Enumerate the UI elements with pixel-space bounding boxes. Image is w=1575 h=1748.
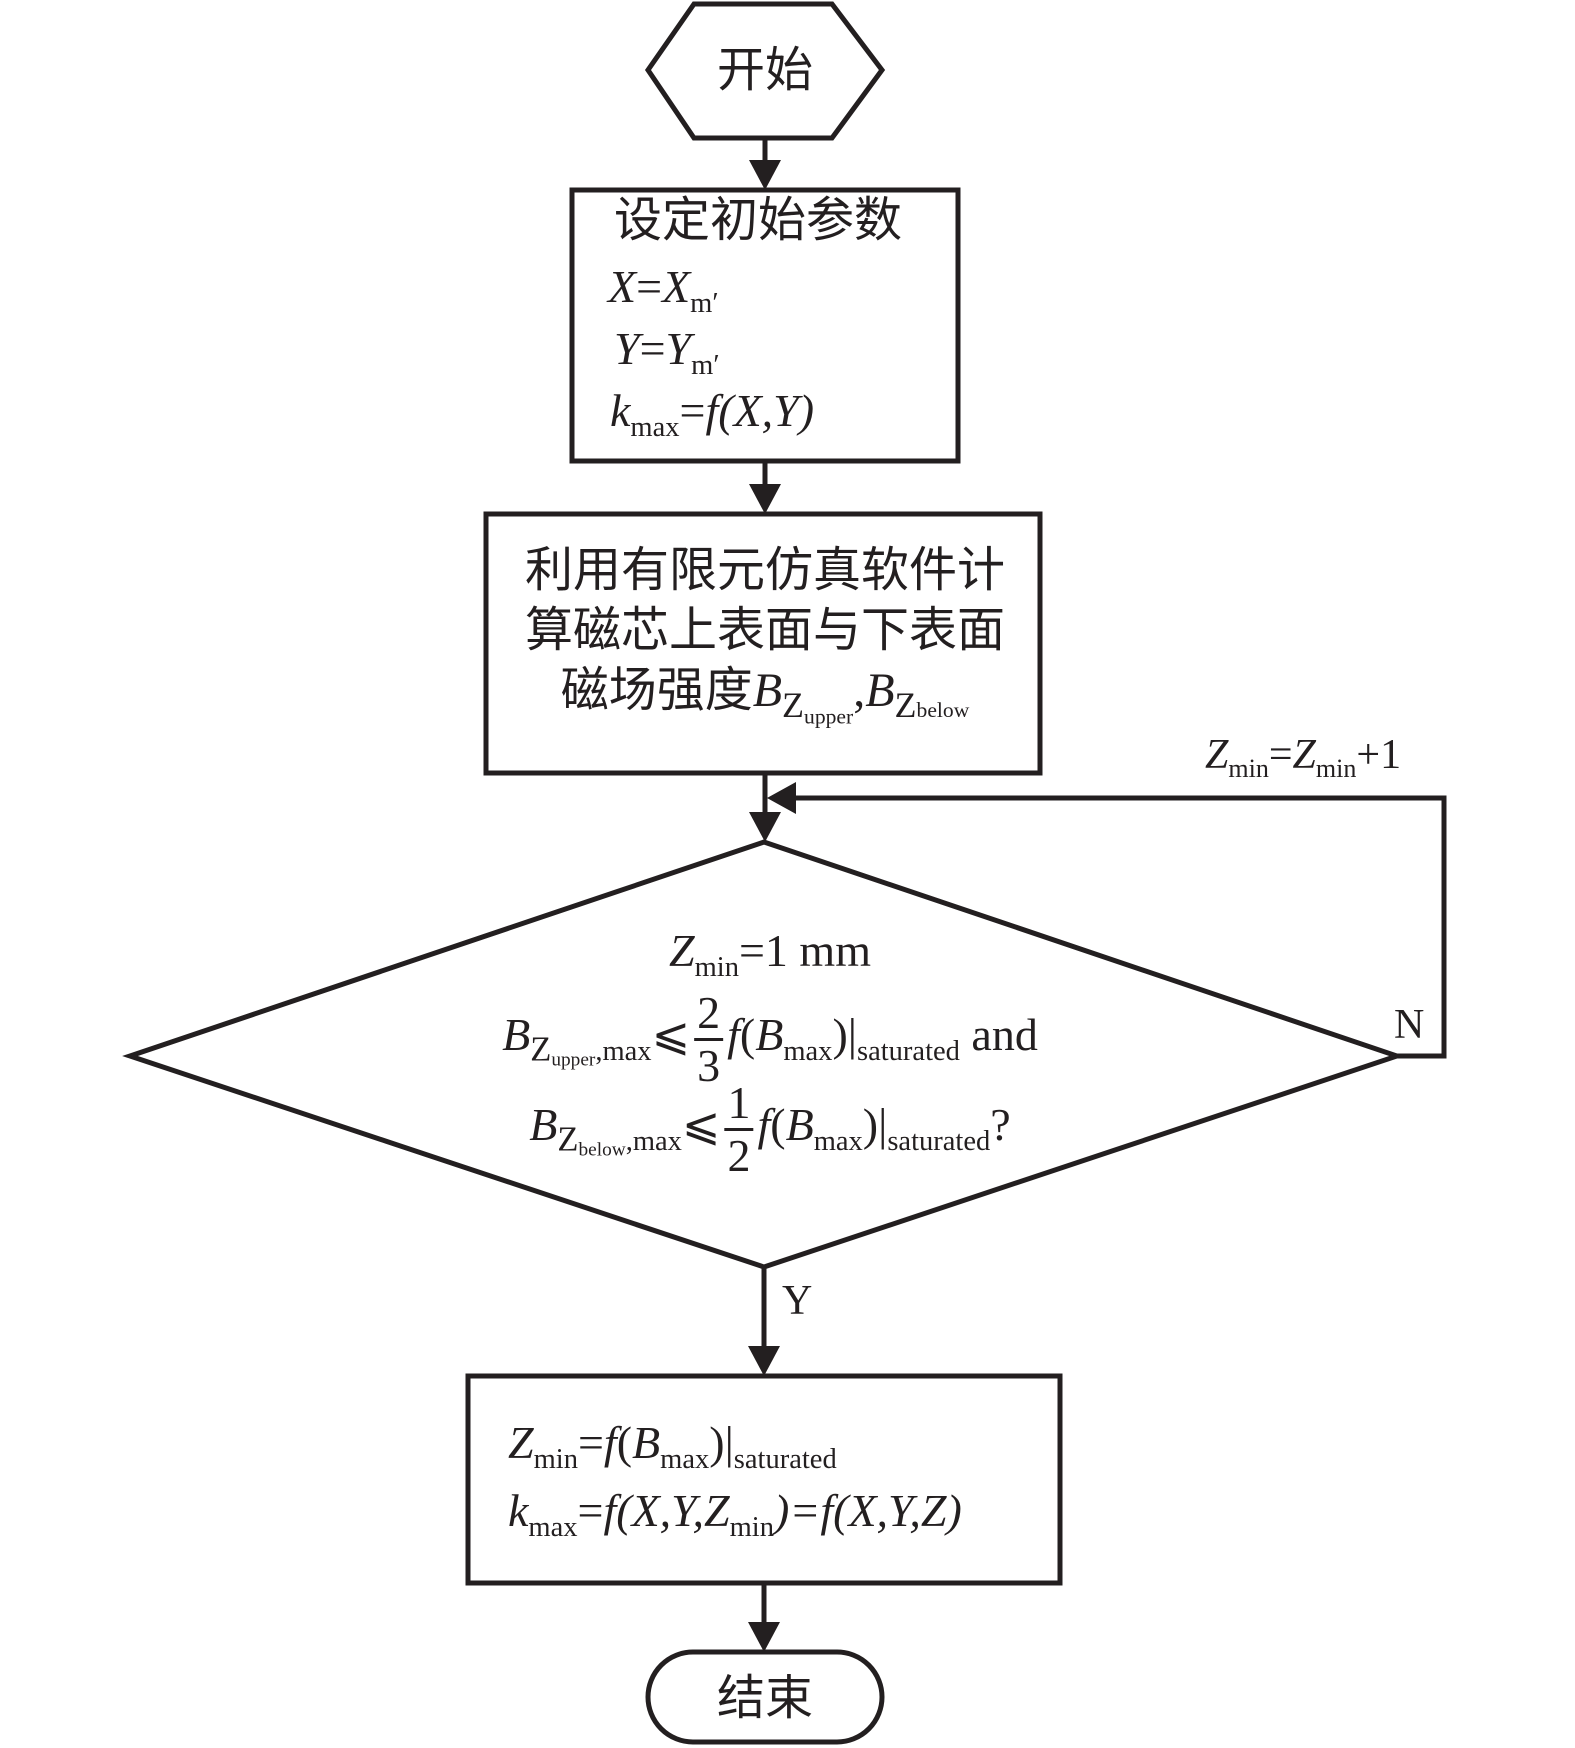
var-b: B: [785, 1099, 814, 1151]
end-terminator: [645, 1649, 885, 1745]
var-z: Z: [508, 1417, 534, 1468]
arrowhead-step1: [749, 160, 781, 190]
arrowhead-loop: [767, 782, 796, 814]
var-z: Z: [669, 925, 695, 976]
sub-z: Z: [530, 1030, 552, 1069]
step2-line1: 利用有限元仿真软件计: [524, 542, 1006, 598]
sym-b-below: B: [865, 664, 895, 717]
var-y: Y: [614, 323, 640, 374]
step2-line2: 算磁芯上表面与下表面: [524, 602, 1006, 658]
equals: =: [1268, 732, 1293, 778]
sub-max: max: [528, 1511, 578, 1543]
sym-b-upper: B: [752, 664, 783, 717]
var-z: Z: [1292, 732, 1316, 778]
sub-z: Z: [557, 1120, 579, 1159]
sub-max: max: [783, 1036, 833, 1068]
expr-fxy: f(X,Y): [705, 385, 815, 436]
arrowhead-decision: [749, 812, 781, 842]
start-label: 开始: [716, 42, 814, 98]
sub-saturated: saturated: [887, 1126, 991, 1158]
arrowhead-step3: [748, 1346, 780, 1376]
sub-z: Z: [894, 684, 917, 725]
sub-upper: upper: [804, 704, 854, 729]
sub-max: ,max: [625, 1126, 682, 1158]
var-ym: Y: [665, 323, 692, 374]
arrowhead-end: [748, 1622, 780, 1652]
sub-min: min: [533, 1443, 578, 1475]
sub-min: min: [1315, 754, 1357, 784]
sub-max: ,max: [595, 1036, 652, 1068]
denominator: 2: [727, 1130, 751, 1181]
leq-operator: ⩽: [681, 1099, 721, 1151]
step1-line-x: X=Xm′: [608, 261, 719, 319]
sub-saturated: saturated: [856, 1036, 960, 1068]
step1-line-k: kmax=f(X,Y): [610, 385, 815, 443]
end-label: 结束: [716, 1670, 814, 1726]
var-b: B: [502, 1009, 531, 1061]
plus-one: +1: [1356, 732, 1402, 778]
var-x: X: [608, 261, 637, 312]
value-1mm: =1 mm: [738, 925, 871, 976]
sub-m-prime: m′: [691, 349, 720, 381]
var-xm: X: [662, 261, 691, 312]
var-b: B: [529, 1099, 558, 1151]
decision-line1: Zmin=1 mm: [669, 928, 871, 982]
step2-line3: 磁场强度BZupper,BZbelow: [561, 666, 970, 728]
var-b: B: [632, 1417, 661, 1468]
loop-increment-label: Zmin=Zmin+1: [1205, 734, 1401, 782]
sub-max: max: [660, 1443, 710, 1475]
leq-operator: ⩽: [651, 1009, 691, 1061]
yes-label: Y: [782, 1278, 813, 1324]
sub-max: max: [813, 1126, 863, 1158]
sub-max: max: [630, 411, 680, 443]
func-f: f: [603, 1417, 617, 1468]
sub-min: min: [729, 1511, 774, 1543]
var-k: k: [610, 385, 631, 436]
expr-fxyz: )=f(X,Y,Z): [774, 1485, 962, 1536]
var-k: k: [508, 1485, 529, 1536]
no-label: N: [1394, 1002, 1425, 1048]
step3-box: [465, 1373, 1063, 1586]
loop-back-line: [784, 795, 1447, 1059]
func-f: f: [727, 1009, 740, 1061]
func-f: f: [757, 1099, 771, 1151]
sub-min: min: [1228, 754, 1269, 784]
equals: =: [577, 1417, 604, 1468]
step2-box: [483, 511, 1043, 776]
sub-below: below: [578, 1139, 626, 1161]
step1-box: [569, 187, 961, 464]
expr-fxyzmin: f(X,Y,Z: [603, 1485, 730, 1536]
and-keyword: and: [959, 1009, 1038, 1061]
step3-line1: Zmin=f(Bmax)|saturated: [508, 1417, 837, 1475]
step1-line-y: Y=Ym′: [614, 323, 720, 381]
step1-title: 设定初始参数: [614, 192, 903, 248]
question-mark: ?: [990, 1099, 1011, 1151]
sub-min: min: [694, 951, 739, 983]
sub-below: below: [916, 697, 970, 722]
sub-z: Z: [782, 684, 805, 725]
sub-saturated: saturated: [733, 1443, 837, 1475]
denominator: 3: [697, 1040, 721, 1091]
numerator: 1: [724, 1080, 754, 1131]
sub-upper: upper: [551, 1049, 596, 1071]
var-b: B: [755, 1009, 784, 1061]
arrowhead-step2: [749, 484, 781, 514]
step2-line3-text: 磁场强度: [560, 662, 753, 718]
step3-line2: kmax=f(X,Y,Zmin)=f(X,Y,Z): [508, 1488, 962, 1542]
separator: ,: [853, 664, 866, 717]
numerator: 2: [694, 990, 724, 1041]
start-terminator: [644, 1, 886, 141]
equals: =: [577, 1485, 604, 1536]
var-z: Z: [1205, 732, 1229, 778]
sub-m-prime: m′: [690, 287, 719, 319]
